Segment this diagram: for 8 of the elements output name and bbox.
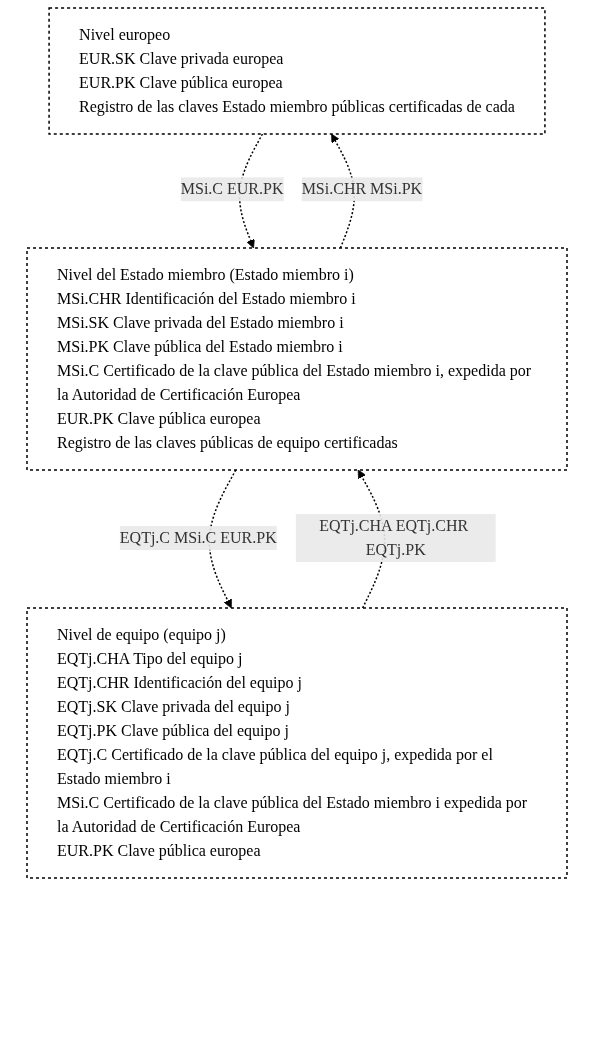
- arrow: [330, 133, 355, 249]
- node-box: Nivel del Estado miembro (Estado miembro i) MSi.CHR Identificación del Estado miembro i MSi.SK Clave privada del Estado miembro i MSi.PK Clave pública del Estado miembro i MSi.C Certificado de la clave pública del Estado miembro i, expedida por la Autoridad de Certificación Europea EUR.PK Clave pública europea Registro de las claves públicas de equipo certificadas: [25, 247, 568, 471]
- node-box: Nivel europeo EUR.SK Clave privada europea EUR.PK Clave pública europea Registro de las claves Estado miembro públicas certificadas de cada: [47, 7, 546, 135]
- node-box: Nivel de equipo (equipo j) EQTj.CHA Tipo del equipo j EQTj.CHR Identificación del equipo j EQTj.SK Clave privada del equipo j EQTj.PK Clave pública del equipo j EQTj.C Certificado de la clave pública del equipo j, expedida por el Estado miembro i MSi.C Certificado de la clave pública del Estado miembro i expedida por la Autoridad de Certificación Europea EUR.PK Clave pública europea: [25, 607, 568, 879]
- edge-label: MSi.C EUR.PK: [180, 180, 283, 198]
- edge-label: EQTj.CHA EQTj.CHR EQTj.PK: [318, 517, 468, 559]
- edge-label: MSi.CHR MSi.PK: [301, 180, 422, 198]
- edge-label: EQTj.C MSi.C EUR.PK: [119, 529, 277, 547]
